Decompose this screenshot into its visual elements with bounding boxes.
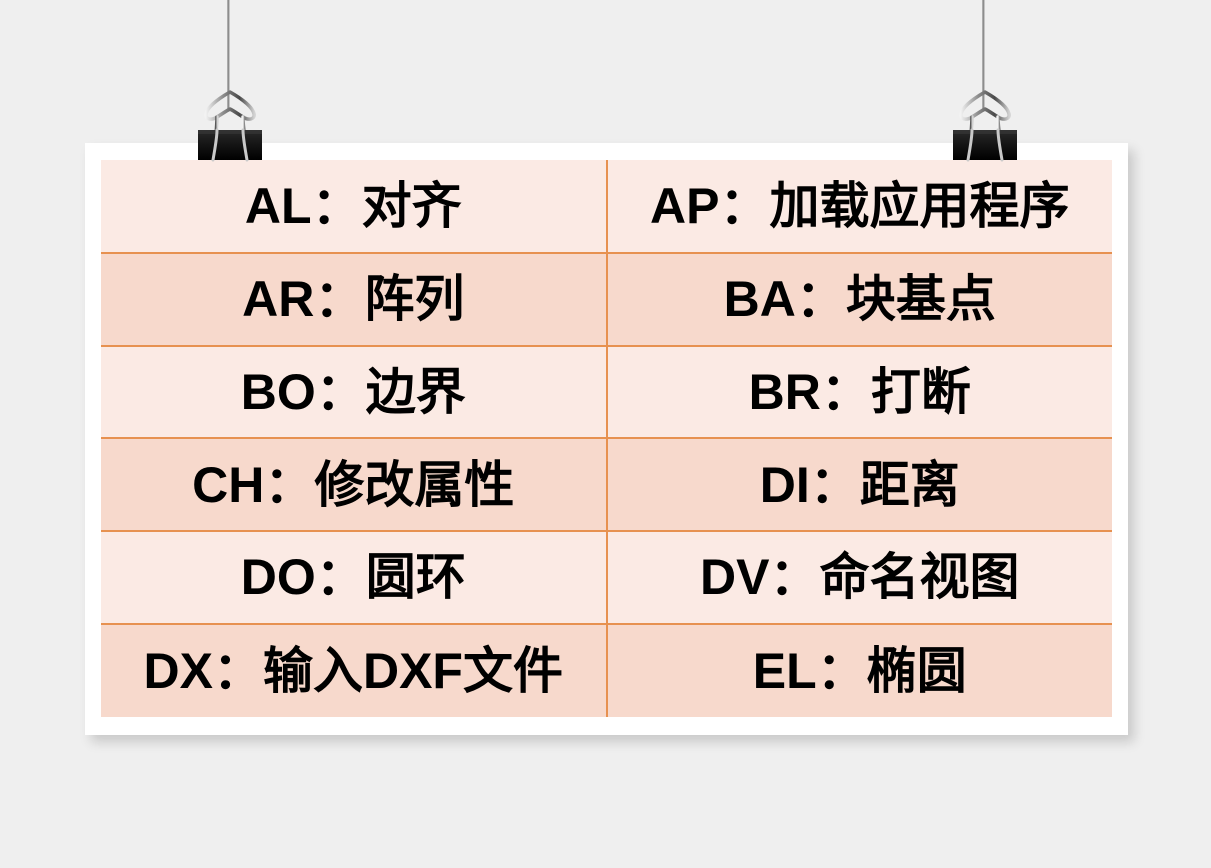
autocad-shortcut-table: AL：对齐 AP：加载应用程序 AR：阵列 BA：块基点 BO：边界 BR：打断… bbox=[101, 160, 1112, 717]
table-cell-ba: BA：块基点 bbox=[606, 251, 1112, 347]
table-cell-el: EL：椭圆 bbox=[606, 623, 1112, 717]
table-cell-ch: CH：修改属性 bbox=[101, 437, 608, 533]
table-cell-bo: BO：边界 bbox=[101, 345, 608, 439]
table-row: DX：输入DXF文件 EL：椭圆 bbox=[101, 623, 1112, 717]
binder-clip-left bbox=[184, 86, 276, 166]
hanging-string-left bbox=[227, 0, 230, 110]
table-cell-al: AL：对齐 bbox=[101, 160, 608, 253]
table-cell-dv: DV：命名视图 bbox=[606, 531, 1112, 625]
table-cell-ar: AR：阵列 bbox=[101, 251, 608, 347]
table-cell-dx: DX：输入DXF文件 bbox=[101, 623, 608, 717]
table-cell-ap: AP：加载应用程序 bbox=[606, 160, 1112, 253]
table-cell-do: DO：圆环 bbox=[101, 531, 608, 625]
table-row: AL：对齐 AP：加载应用程序 bbox=[101, 160, 1112, 253]
table-row: CH：修改属性 DI：距离 bbox=[101, 437, 1112, 533]
table-cell-di: DI：距离 bbox=[606, 437, 1112, 533]
binder-clip-right bbox=[939, 86, 1031, 166]
paper-card: AL：对齐 AP：加载应用程序 AR：阵列 BA：块基点 BO：边界 BR：打断… bbox=[85, 143, 1128, 735]
table-row: AR：阵列 BA：块基点 bbox=[101, 251, 1112, 347]
table-row: BO：边界 BR：打断 bbox=[101, 345, 1112, 439]
hanging-string-right bbox=[982, 0, 985, 110]
table-cell-br: BR：打断 bbox=[606, 345, 1112, 439]
table-row: DO：圆环 DV：命名视图 bbox=[101, 531, 1112, 625]
